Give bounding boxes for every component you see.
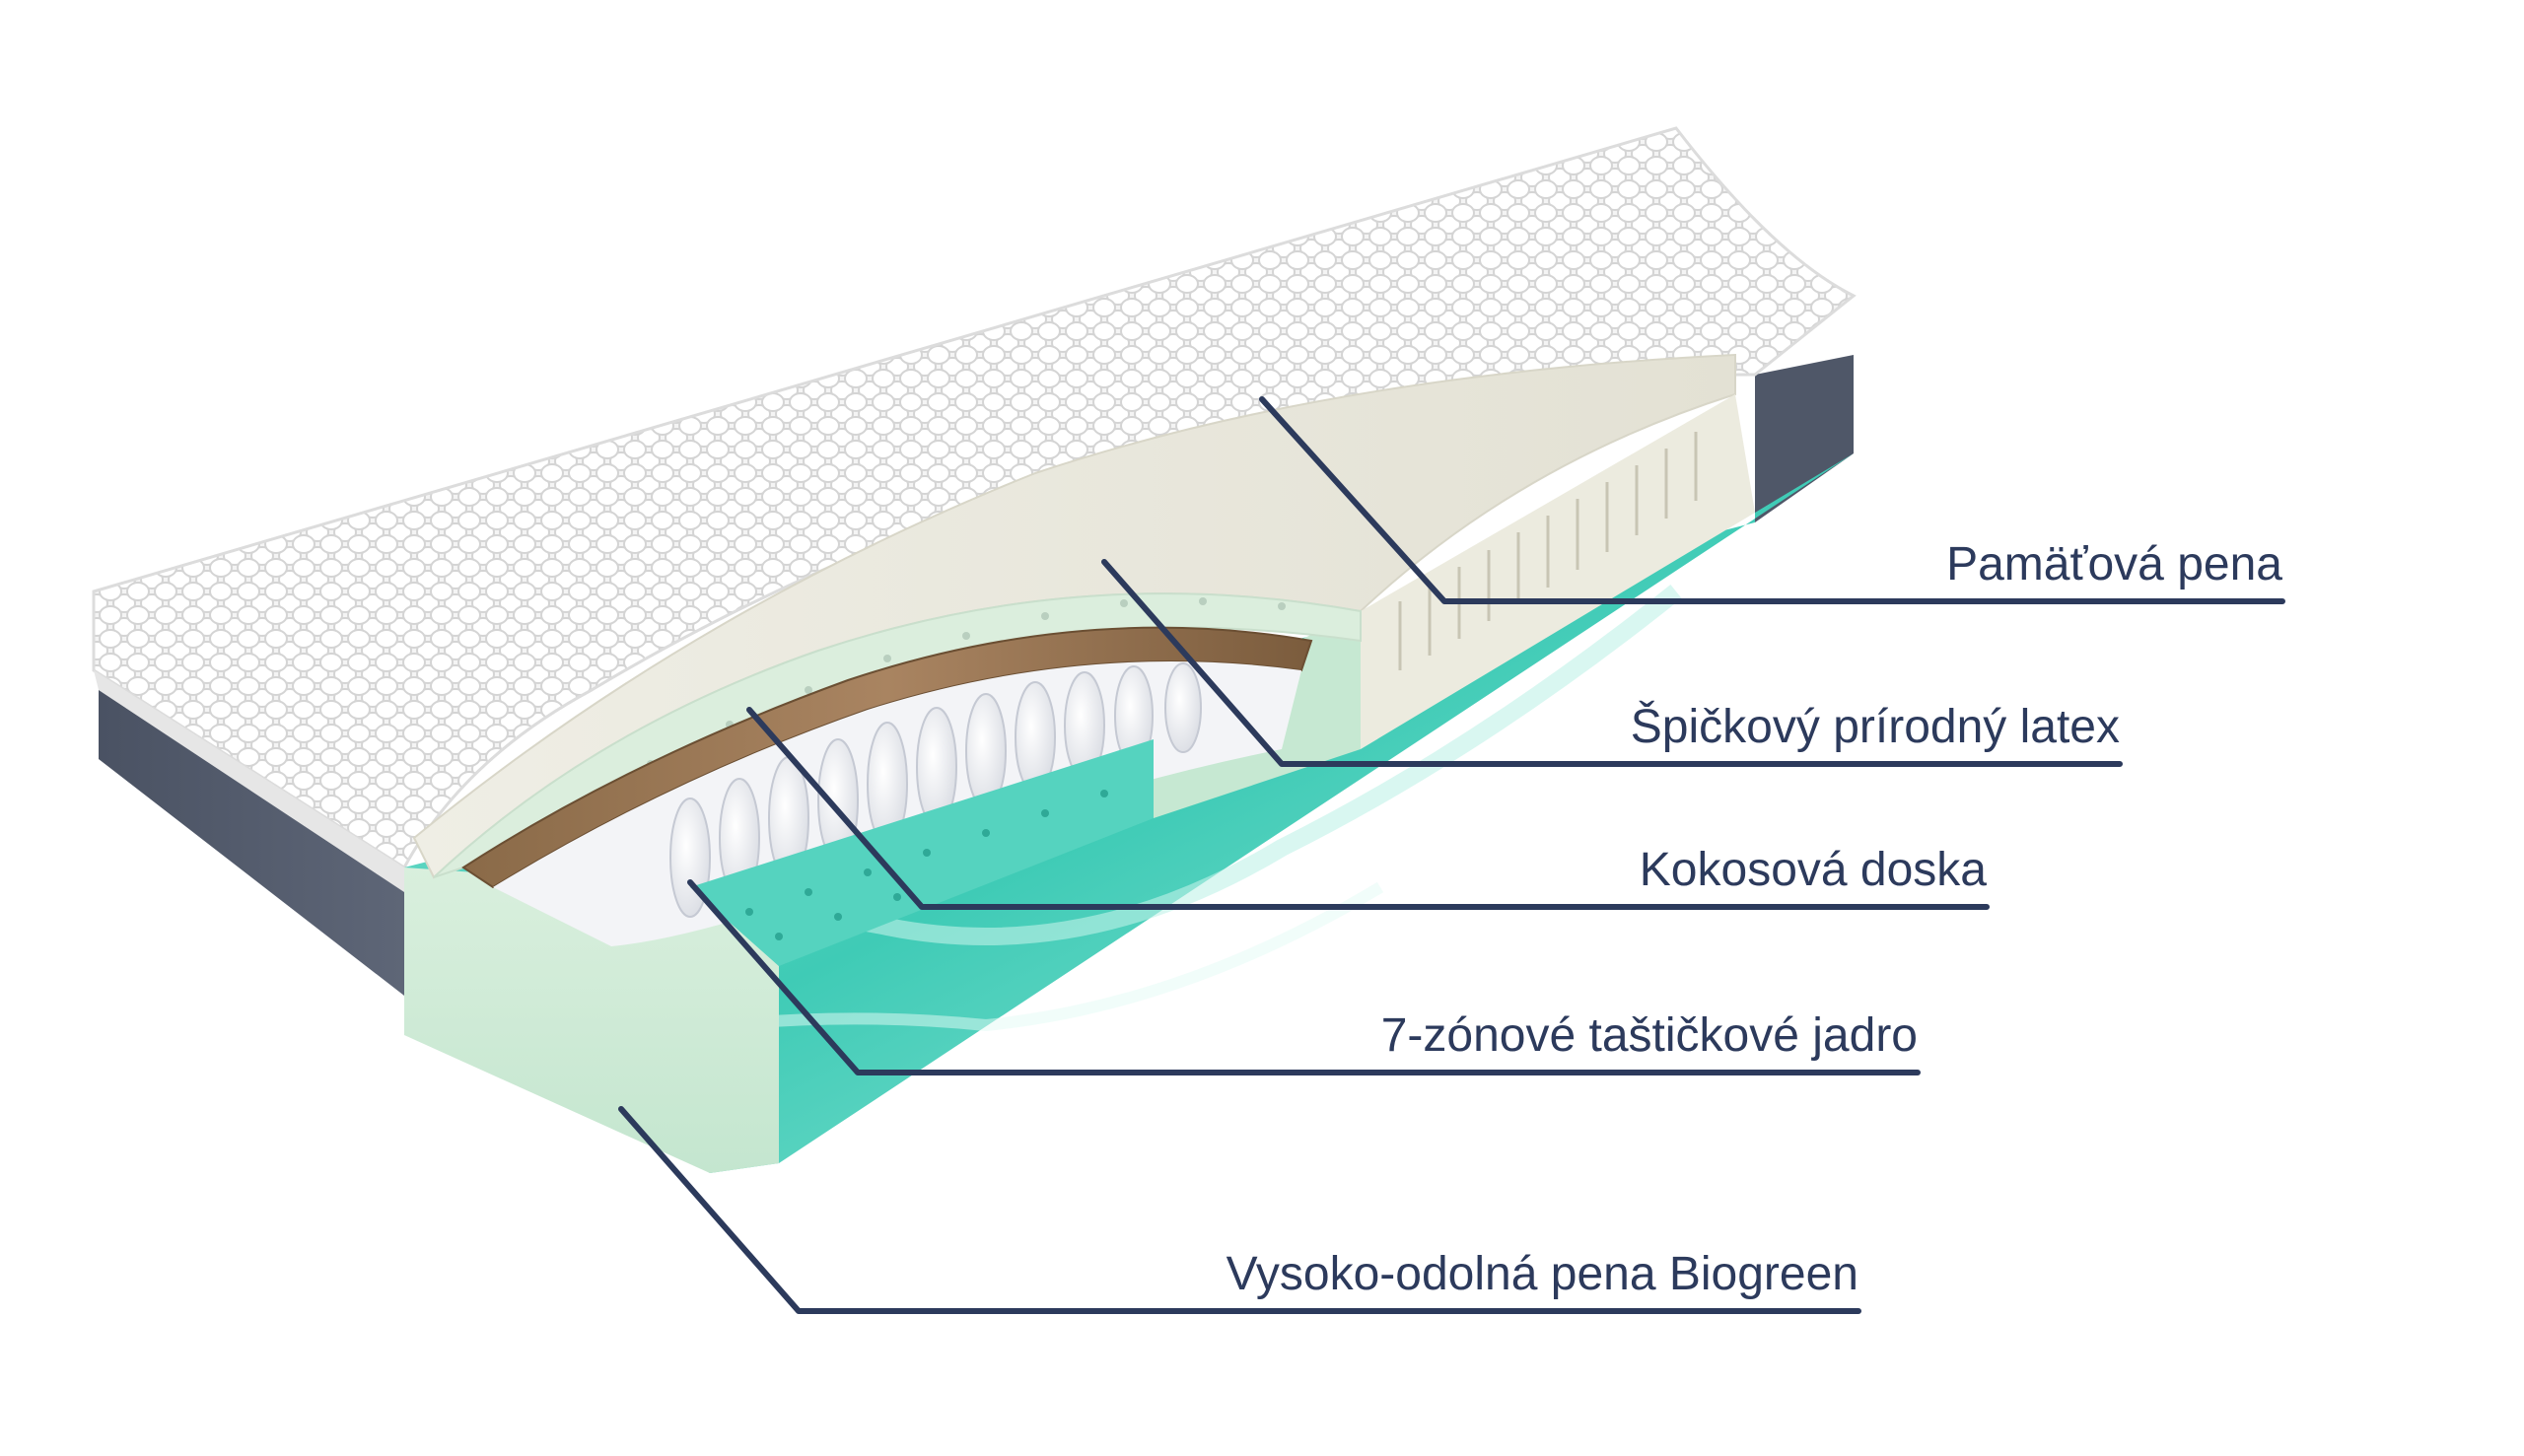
label-biogreen-foam: Vysoko-odolná pena Biogreen bbox=[1227, 1248, 1858, 1300]
label-memory-foam: Pamäťová pena bbox=[1946, 538, 2282, 590]
mattress-side-right bbox=[1755, 355, 1854, 522]
leader-lines bbox=[618, 396, 2285, 1314]
leader-line-latex bbox=[1101, 559, 2123, 767]
layer-labels: Pamäťová pena Špičkový prírodný latex Ko… bbox=[1227, 538, 2283, 1300]
leader-line-biogreen bbox=[618, 1106, 1861, 1314]
mattress-illustration bbox=[92, 126, 1857, 1173]
leader-line-pocket-core bbox=[687, 879, 1921, 1075]
memory-foam-block bbox=[1361, 394, 1755, 749]
cover-edge bbox=[94, 670, 404, 892]
label-pocket-core: 7-zónové taštičkové jadro bbox=[1381, 1009, 1918, 1062]
label-latex: Špičkový prírodný latex bbox=[1631, 700, 2120, 753]
mint-front-block bbox=[404, 867, 779, 1173]
mattress-side-left bbox=[99, 670, 404, 996]
label-coconut: Kokosová doska bbox=[1640, 844, 1988, 896]
leader-line-coconut bbox=[746, 707, 1990, 910]
foam-perforations bbox=[745, 790, 1108, 940]
leader-line-memory-foam bbox=[1259, 396, 2285, 604]
perforated-foam-base bbox=[690, 739, 1154, 966]
foam-zone-slits bbox=[1398, 432, 1698, 670]
